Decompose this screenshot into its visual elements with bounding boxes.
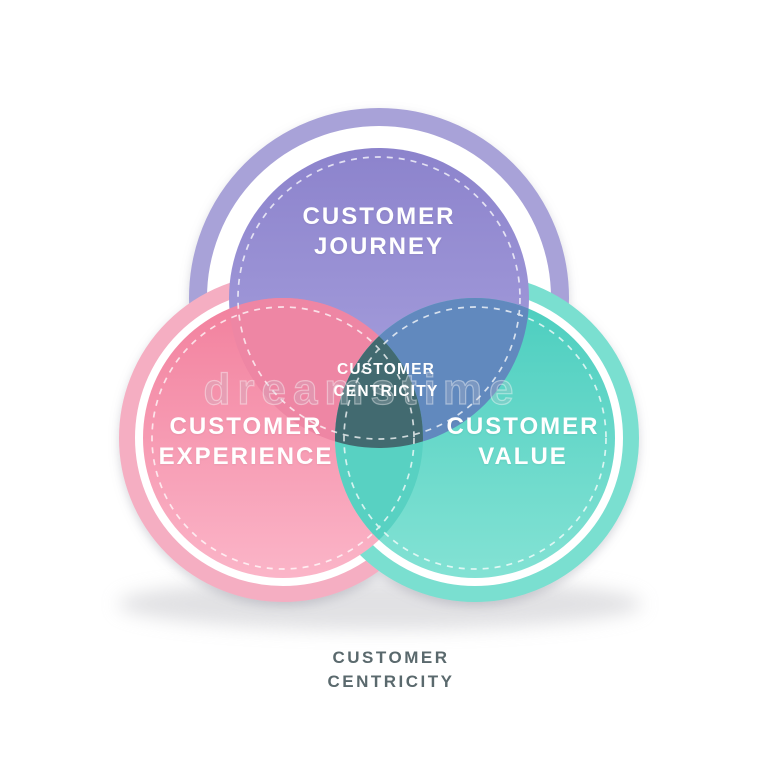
label-customer-experience-line1: CUSTOMER [169, 413, 323, 440]
label-customer-journey-line1: CUSTOMER [302, 203, 456, 230]
label-customer-experience-line2: EXPERIENCE [158, 443, 334, 470]
label-center-line1: CUSTOMER [336, 361, 435, 378]
diagram-caption-line2: CENTRICITY [327, 672, 455, 691]
label-customer-experience: CUSTOMER EXPERIENCE [159, 412, 334, 472]
label-customer-value: CUSTOMER VALUE [447, 412, 600, 472]
label-customer-value-line1: CUSTOMER [446, 413, 600, 440]
diagram-caption-line1: CUSTOMER [332, 648, 450, 667]
label-customer-value-line2: VALUE [478, 443, 568, 470]
diagram-caption: CUSTOMER CENTRICITY [328, 646, 455, 694]
label-center-line2: CENTRICITY [333, 383, 439, 400]
label-customer-journey-line2: JOURNEY [313, 233, 445, 260]
label-center-customer-centricity: CUSTOMER CENTRICITY [334, 359, 439, 403]
label-customer-journey: CUSTOMER JOURNEY [303, 202, 456, 262]
ground-shadow [118, 578, 642, 630]
dashed-borders [151, 156, 607, 570]
